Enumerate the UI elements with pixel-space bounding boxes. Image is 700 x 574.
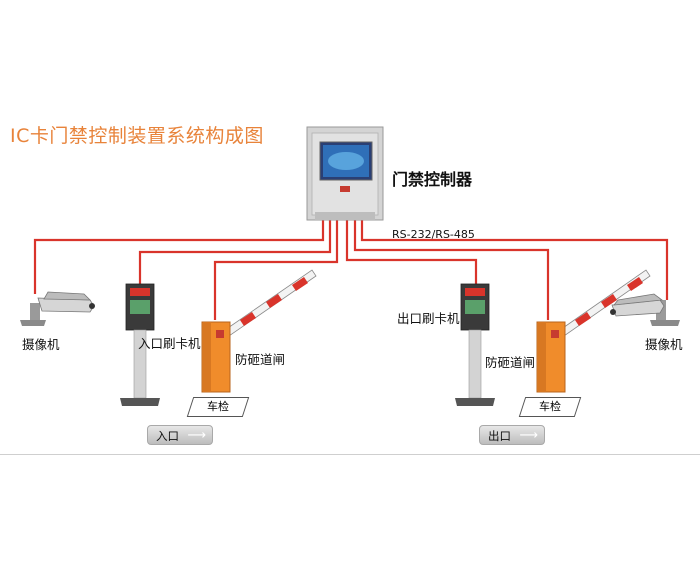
wire-camera-left	[33, 220, 325, 294]
diagram-title: IC卡门禁控制装置系统构成图	[10, 125, 264, 147]
exit-flow-label: 出口	[488, 429, 511, 443]
exit-reader-device	[455, 283, 495, 406]
wire-entry-reader	[138, 220, 332, 287]
detector-left-label: 车检	[207, 400, 229, 413]
wire-barrier-left	[213, 220, 339, 320]
arrow-right-icon: ⟶	[187, 428, 206, 443]
arrow-right-icon: ⟶	[519, 428, 538, 443]
wire-barrier-right	[353, 220, 550, 320]
detector-right: 车检	[518, 397, 582, 417]
entry-reader-label: 入口刷卡机	[138, 336, 201, 351]
ground-divider	[0, 454, 700, 455]
camera-right-device	[610, 293, 680, 326]
barrier-left-label: 防砸道闸	[235, 352, 286, 367]
barrier-right-label: 防砸道闸	[485, 355, 536, 370]
camera-left-label: 摄像机	[22, 337, 60, 352]
barrier-left-device	[201, 269, 317, 393]
entry-reader-device	[120, 283, 160, 406]
exit-flow-badge: 出口 ⟶	[479, 425, 545, 445]
entry-flow-label: 入口	[156, 429, 179, 443]
wires	[33, 220, 669, 320]
wire-exit-reader	[345, 220, 478, 287]
bus-label: RS-232/RS-485	[392, 228, 475, 241]
controller-cabinet	[306, 126, 384, 221]
camera-left-device	[20, 291, 95, 326]
camera-right-label: 摄像机	[645, 337, 683, 352]
barrier-right-device	[536, 269, 651, 393]
controller-label: 门禁控制器	[392, 170, 473, 189]
wire-camera-right	[360, 220, 669, 300]
exit-reader-label: 出口刷卡机	[397, 311, 460, 326]
detector-right-label: 车检	[539, 400, 561, 413]
detector-left: 车检	[186, 397, 250, 417]
entry-flow-badge: 入口 ⟶	[147, 425, 213, 445]
